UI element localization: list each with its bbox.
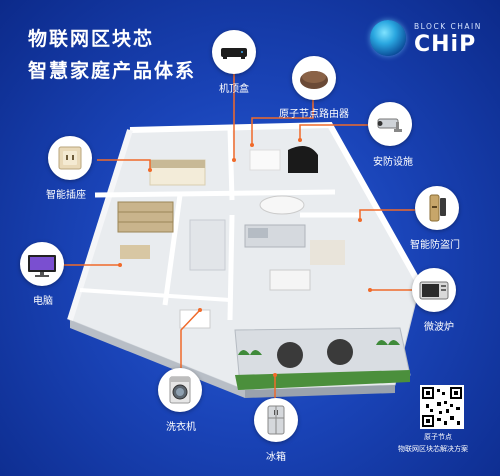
router-label: 原子节点路由器 xyxy=(279,109,349,120)
computer-badge xyxy=(20,242,64,286)
qr-code xyxy=(420,385,464,429)
logo-main-text: CHiP xyxy=(414,32,477,57)
set-top-box-badge xyxy=(212,30,256,74)
microwave-label: 微波炉 xyxy=(424,322,454,333)
globe-icon xyxy=(370,20,406,56)
qr-code-icon xyxy=(422,387,462,427)
logo-top-text: BLOCK CHAIN xyxy=(414,22,482,31)
monitor-icon xyxy=(28,255,56,277)
title-line-2: 智慧家庭产品体系 xyxy=(28,60,197,82)
security-label: 安防设施 xyxy=(373,157,413,168)
refrigerator-label: 冰箱 xyxy=(266,452,286,463)
anti-theft-door-label: 智能防盗门 xyxy=(410,240,460,251)
microwave-badge xyxy=(412,268,456,312)
refrigerator-icon xyxy=(267,405,285,435)
qr-caption-line-2: 物联网区块芯解决方案 xyxy=(398,445,468,453)
set-top-box-icon xyxy=(221,48,247,59)
smart-lock-icon xyxy=(429,194,446,222)
set-top-box-label: 机顶盒 xyxy=(219,84,249,95)
blockchain-chip-logo: BLOCK CHAIN CHiP xyxy=(368,18,488,62)
washing-machine-label: 洗衣机 xyxy=(166,422,196,433)
router-badge xyxy=(292,56,336,100)
smart-socket-icon xyxy=(58,146,82,170)
qr-caption-line-1: 原子节点 xyxy=(424,433,452,441)
washing-machine-icon xyxy=(169,376,191,404)
security-camera-icon xyxy=(377,118,402,132)
refrigerator-badge xyxy=(254,398,298,442)
smart-socket-label: 智能插座 xyxy=(46,190,86,201)
title-line-1: 物联网区块芯 xyxy=(28,28,155,50)
smart-socket-badge xyxy=(48,136,92,180)
microwave-icon xyxy=(419,281,449,300)
washing-machine-badge xyxy=(158,368,202,412)
computer-label: 电脑 xyxy=(33,296,53,307)
security-badge xyxy=(368,102,412,146)
anti-theft-door-badge xyxy=(415,186,459,230)
router-icon xyxy=(300,71,328,89)
